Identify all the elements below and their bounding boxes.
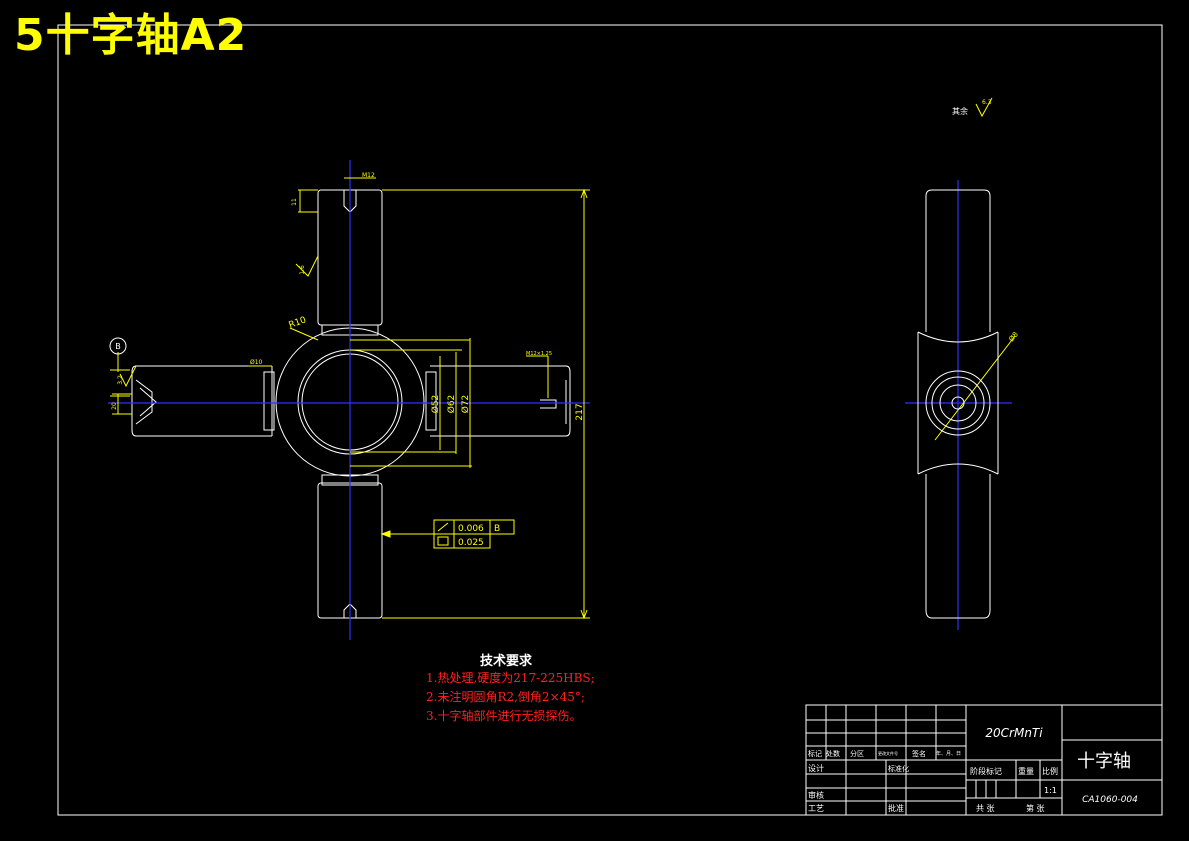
tb-sign: 签名	[912, 749, 926, 758]
side-view	[917, 189, 999, 619]
tb-weight: 重量	[1018, 766, 1034, 776]
tb-process: 工艺	[808, 804, 824, 813]
tb-stage-mark: 阶段标记	[970, 766, 1002, 776]
tb-date: 年、月、日	[936, 750, 961, 757]
tolerance-flatness: 0.025	[458, 538, 484, 548]
tb-standardize: 标准化	[888, 764, 909, 773]
tb-material: 20CrMnTi	[985, 726, 1043, 740]
roughness-symbol-top	[295, 255, 319, 277]
datum-b-label: B	[115, 342, 121, 351]
front-view	[131, 189, 571, 619]
side-hub-hole	[951, 396, 965, 410]
tech-requirements: 技术要求 1.热处理,硬度为217-225HBS; 2.未注明圆角R2,倒角2×…	[426, 650, 646, 726]
side-view-dia: Ø8	[1007, 331, 1020, 344]
tb-approve: 批准	[888, 803, 904, 813]
roughness-main-value: 1.6	[299, 265, 306, 275]
side-hub-outer	[925, 370, 991, 436]
tolerance-runout: 0.006	[458, 524, 484, 534]
tb-review: 审核	[808, 790, 824, 800]
tb-scale: 1:1	[1044, 786, 1057, 795]
tb-part-name: 十字轴	[1077, 751, 1131, 772]
dim-left-len: 20	[111, 402, 118, 410]
tb-zone: 分区	[850, 749, 864, 758]
roughness-symbol-other	[975, 97, 993, 118]
tech-requirement-item: 1.热处理,硬度为217-225HBS;	[426, 671, 595, 685]
tech-requirements-title: 技术要求	[479, 654, 532, 669]
dim-dia-outer: Ø72	[460, 395, 471, 414]
tb-sheet-no: 第 张	[1026, 803, 1045, 813]
tb-drawing-no: CA1060-004	[1082, 795, 1138, 805]
tolerance-runout-datum: B	[494, 524, 500, 534]
tb-change-doc: 更改文件号	[878, 750, 898, 756]
title-block	[805, 704, 1163, 816]
dim-top-len: 11	[291, 198, 298, 206]
roughness-left-value: 3.2	[117, 375, 124, 385]
datum-b-circle	[109, 337, 127, 355]
tech-requirement-item: 3.十字轴部件进行无损探伤。	[426, 709, 582, 723]
dim-dia-mid: Ø62	[446, 395, 457, 414]
dim-dia-inner: Ø52	[430, 395, 441, 414]
tb-count: 处数	[826, 749, 840, 758]
roughness-symbol-left	[119, 365, 137, 388]
sheet-title: 5十字轴A2	[14, 10, 248, 61]
roughness-other-label: 其余	[952, 106, 968, 116]
left-arm	[131, 365, 273, 437]
dim-radius: R10	[288, 315, 308, 331]
right-arm	[430, 365, 571, 437]
roughness-other-value: 6.3	[982, 99, 992, 106]
sheet-border	[57, 24, 1163, 816]
dim-thread-top: M12	[362, 172, 375, 179]
dim-thread-right: M12×1.25	[526, 351, 552, 357]
dim-left-small: Ø10	[250, 359, 263, 366]
dim-overall-height: 217	[575, 403, 585, 420]
tb-ratio: 比例	[1042, 766, 1058, 776]
tolerance-frame	[433, 519, 515, 549]
tb-mark: 标记	[808, 749, 822, 758]
tech-requirement-item: 2.未注明圆角R2,倒角2×45°;	[426, 690, 585, 704]
tb-design: 设计	[808, 763, 824, 773]
tb-total-sheets: 共 张	[976, 804, 995, 813]
